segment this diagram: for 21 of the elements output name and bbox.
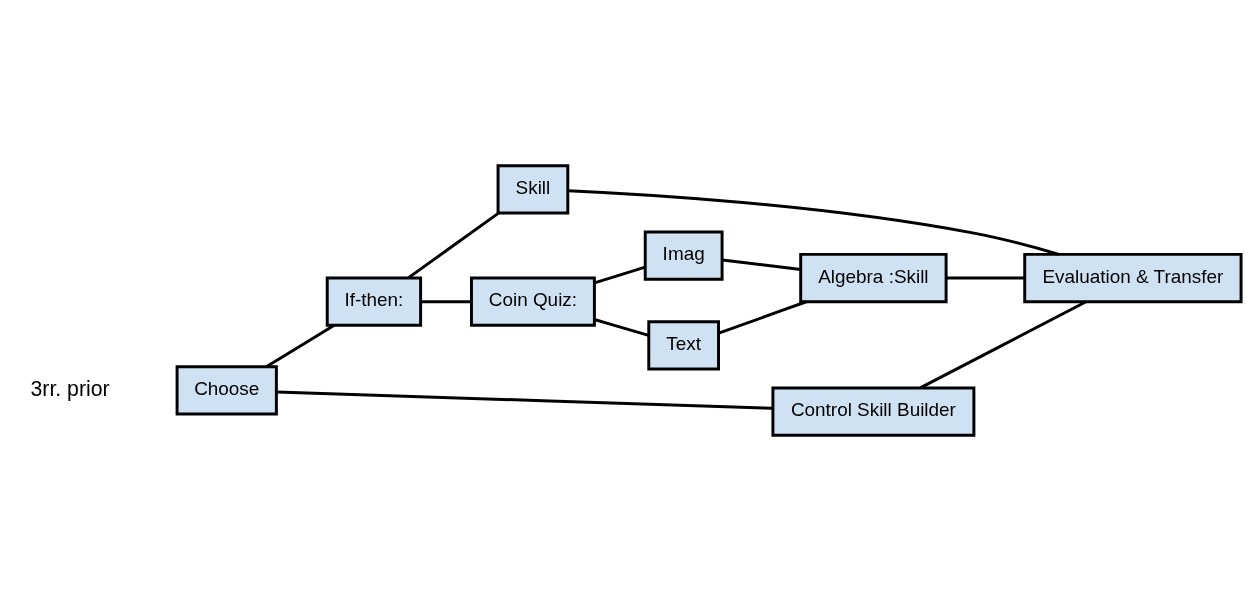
connector <box>276 390 773 410</box>
connector <box>919 300 1087 390</box>
node-box: Algebra :Skill <box>799 252 948 304</box>
connector <box>946 276 1025 280</box>
connector <box>568 189 1060 256</box>
node-box: If-then: <box>325 276 423 327</box>
connector <box>265 324 335 368</box>
connector <box>594 318 649 337</box>
connector <box>722 258 801 271</box>
node-box: Choose <box>175 365 278 416</box>
node-box: Evaluation & Transfer <box>1023 252 1243 304</box>
node-box: Skill <box>496 164 570 215</box>
node-box: Imag <box>643 230 724 281</box>
connector <box>718 300 807 335</box>
node-box: Control Skill Builder <box>771 386 976 437</box>
node-box: Text <box>647 320 720 371</box>
connector <box>420 300 472 304</box>
node-box: Coin Quiz: <box>469 276 596 327</box>
label: 3rr. prior <box>30 376 110 401</box>
connector <box>594 265 646 285</box>
connector <box>407 211 500 280</box>
